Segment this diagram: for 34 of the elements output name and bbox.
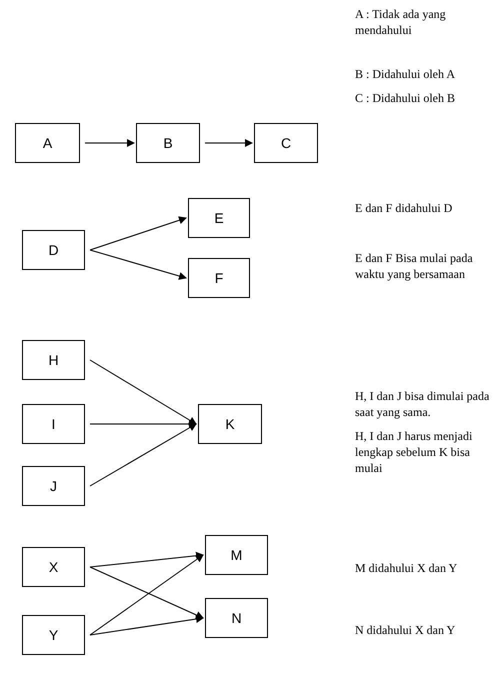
arrow — [90, 566, 204, 619]
arrow — [90, 554, 204, 636]
process-box: B — [136, 123, 200, 163]
process-box: X — [22, 547, 85, 587]
note-text: C : Didahului oleh B — [355, 90, 456, 106]
arrow — [90, 250, 187, 280]
note-text: A : Tidak ada yang mendahului — [355, 6, 447, 38]
arrow — [90, 360, 197, 425]
note-text: E dan F didahului D — [355, 200, 454, 216]
process-box: M — [205, 535, 268, 575]
note-text: H, I dan J harus menjadi lengkap sebelum K bisa mulai — [355, 428, 474, 476]
process-box: Y — [22, 615, 85, 655]
arrow — [90, 552, 204, 568]
process-box: A — [15, 123, 80, 163]
arrow — [90, 420, 197, 428]
note-text: E dan F Bisa mulai pada waktu yang bersamaan — [355, 250, 474, 282]
process-box: F — [188, 258, 250, 298]
note-text: M didahului X dan Y — [355, 560, 458, 576]
process-box: E — [188, 198, 250, 238]
process-box: J — [22, 466, 85, 506]
arrow — [90, 424, 197, 486]
process-box: N — [205, 598, 268, 638]
note-text: H, I dan J bisa dimulai pada saat yang sama. — [355, 388, 490, 420]
arrow — [84, 139, 135, 147]
process-box: C — [254, 123, 318, 163]
note-text: N didahului X dan Y — [355, 622, 456, 638]
arrow — [204, 139, 253, 147]
process-box: H — [22, 340, 85, 380]
process-box: I — [22, 404, 85, 444]
arrow — [90, 615, 204, 636]
note-text: B : Didahului oleh A — [355, 66, 456, 82]
arrow — [90, 216, 187, 250]
process-box: D — [22, 230, 85, 270]
process-box: K — [198, 404, 262, 444]
